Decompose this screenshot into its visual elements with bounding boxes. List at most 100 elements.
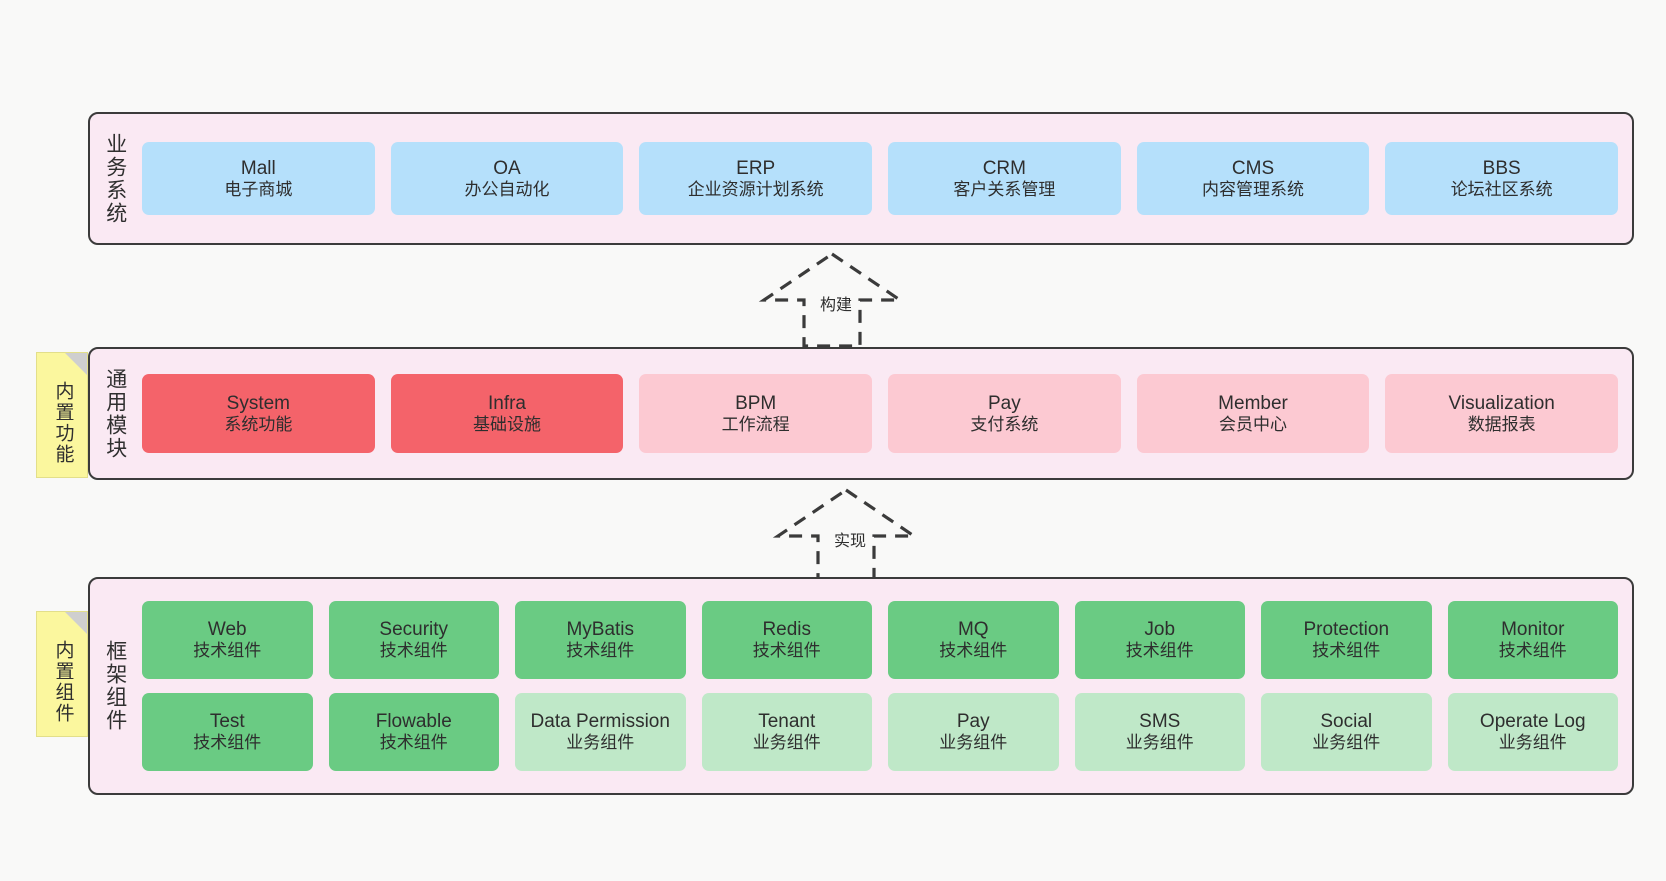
node-crm[interactable]: CRM 客户关系管理 <box>888 142 1121 215</box>
node-social-en: Social <box>1320 711 1373 733</box>
node-bpm-cn: 工作流程 <box>721 414 790 434</box>
node-bbs[interactable]: BBS 论坛社区系统 <box>1385 142 1619 215</box>
node-system-en: System <box>226 392 291 414</box>
node-security-en: Security <box>379 619 449 641</box>
node-member-cn: 会员中心 <box>1219 414 1288 434</box>
node-cms-cn: 内容管理系统 <box>1202 179 1305 199</box>
node-redis-en: Redis <box>762 619 812 641</box>
node-mybatis-cn: 技术组件 <box>566 641 635 661</box>
node-job[interactable]: Job 技术组件 <box>1074 601 1245 679</box>
framework-business-row: Test 技术组件 Flowable 技术组件 Data Permission … <box>142 693 1618 771</box>
layer-common-module: 通用模块 System 系统功能 Infra 基础设施 BPM 工作流程 Pay… <box>88 347 1634 480</box>
node-social[interactable]: Social 业务组件 <box>1261 693 1432 771</box>
node-pay-component[interactable]: Pay 业务组件 <box>888 693 1059 771</box>
business-system-row: Mall 电子商城 OA 办公自动化 ERP 企业资源计划系统 CRM 客户关系… <box>142 142 1619 215</box>
node-bpm-en: BPM <box>735 392 777 414</box>
node-member-en: Member <box>1218 392 1288 414</box>
node-web-en: Web <box>207 619 247 641</box>
layer-common-module-title: 通用模块 <box>103 367 127 460</box>
node-operate-log[interactable]: Operate Log 业务组件 <box>1447 693 1618 771</box>
node-web-cn: 技术组件 <box>193 641 262 661</box>
node-visualization-cn: 数据报表 <box>1467 414 1536 434</box>
common-module-row: System 系统功能 Infra 基础设施 BPM 工作流程 Pay 支付系统… <box>142 374 1619 453</box>
node-monitor-en: Monitor <box>1501 619 1565 641</box>
sticky-note-builtin-features: 内置功能 <box>36 352 88 478</box>
node-data-permission-en: Data Permission <box>530 711 670 733</box>
node-protection-cn: 技术组件 <box>1312 641 1381 661</box>
connector-implement-arrow <box>772 488 920 584</box>
layer-framework-component-body: Web 技术组件 Security 技术组件 MyBatis 技术组件 Redi… <box>132 589 1618 783</box>
node-pay-component-en: Pay <box>956 711 990 733</box>
node-mybatis-en: MyBatis <box>566 619 635 641</box>
node-infra-en: Infra <box>487 392 527 414</box>
node-oa-en: OA <box>493 157 521 179</box>
node-cms-en: CMS <box>1231 157 1275 179</box>
node-redis-cn: 技术组件 <box>752 641 821 661</box>
node-monitor[interactable]: Monitor 技术组件 <box>1447 601 1618 679</box>
node-operate-log-en: Operate Log <box>1479 711 1586 733</box>
node-tenant[interactable]: Tenant 业务组件 <box>701 693 872 771</box>
node-oa[interactable]: OA 办公自动化 <box>390 142 624 215</box>
node-flowable-en: Flowable <box>375 711 452 733</box>
node-visualization-en: Visualization <box>1448 392 1555 414</box>
node-pay-module[interactable]: Pay 支付系统 <box>888 374 1121 453</box>
node-job-cn: 技术组件 <box>1125 641 1194 661</box>
node-visualization[interactable]: Visualization 数据报表 <box>1385 374 1619 453</box>
node-pay-component-cn: 业务组件 <box>939 733 1008 753</box>
node-cms[interactable]: CMS 内容管理系统 <box>1136 142 1370 215</box>
sticky-note-builtin-components: 内置组件 <box>36 611 88 737</box>
node-job-en: Job <box>1144 619 1176 641</box>
node-bbs-en: BBS <box>1482 157 1521 179</box>
connector-build-arrow <box>758 252 906 348</box>
node-erp-en: ERP <box>736 157 776 179</box>
node-infra[interactable]: Infra 基础设施 <box>390 374 624 453</box>
node-data-permission-cn: 业务组件 <box>566 733 635 753</box>
layer-framework-component: 框架组件 Web 技术组件 Security 技术组件 MyBatis 技术组件… <box>88 577 1634 795</box>
node-pay-module-cn: 支付系统 <box>970 414 1039 434</box>
layer-business-system-title: 业务系统 <box>103 132 127 225</box>
node-social-cn: 业务组件 <box>1312 733 1381 753</box>
node-bpm[interactable]: BPM 工作流程 <box>639 374 873 453</box>
node-sms-cn: 业务组件 <box>1125 733 1194 753</box>
connector-implement-label: 实现 <box>832 527 869 551</box>
framework-tech-row: Web 技术组件 Security 技术组件 MyBatis 技术组件 Redi… <box>142 601 1618 679</box>
node-member[interactable]: Member 会员中心 <box>1136 374 1370 453</box>
node-mall-en: Mall <box>240 157 276 179</box>
connector-implement: 实现 <box>766 488 926 584</box>
node-monitor-cn: 技术组件 <box>1498 641 1567 661</box>
node-oa-cn: 办公自动化 <box>464 179 550 199</box>
connector-build-label: 构建 <box>818 291 855 315</box>
node-mq[interactable]: MQ 技术组件 <box>888 601 1059 679</box>
node-test-cn: 技术组件 <box>193 733 262 753</box>
node-mybatis[interactable]: MyBatis 技术组件 <box>515 601 686 679</box>
node-pay-module-en: Pay <box>987 392 1021 414</box>
node-test[interactable]: Test 技术组件 <box>142 693 313 771</box>
node-system-cn: 系统功能 <box>224 414 293 434</box>
node-data-permission[interactable]: Data Permission 业务组件 <box>515 693 686 771</box>
node-crm-cn: 客户关系管理 <box>953 179 1056 199</box>
node-infra-cn: 基础设施 <box>473 414 541 434</box>
node-mall-cn: 电子商城 <box>224 179 293 199</box>
node-security-cn: 技术组件 <box>379 641 448 661</box>
layer-business-system: 业务系统 Mall 电子商城 OA 办公自动化 ERP 企业资源计划系统 CRM… <box>88 112 1634 245</box>
node-flowable[interactable]: Flowable 技术组件 <box>328 693 499 771</box>
node-tenant-cn: 业务组件 <box>752 733 821 753</box>
node-test-en: Test <box>209 711 245 733</box>
connector-build: 构建 <box>752 252 912 348</box>
layer-business-system-body: Mall 电子商城 OA 办公自动化 ERP 企业资源计划系统 CRM 客户关系… <box>132 124 1619 233</box>
node-mq-cn: 技术组件 <box>939 641 1008 661</box>
node-redis[interactable]: Redis 技术组件 <box>701 601 872 679</box>
node-mq-en: MQ <box>957 619 989 641</box>
node-web[interactable]: Web 技术组件 <box>142 601 313 679</box>
node-bbs-cn: 论坛社区系统 <box>1450 179 1553 199</box>
layer-common-module-body: System 系统功能 Infra 基础设施 BPM 工作流程 Pay 支付系统… <box>132 359 1619 468</box>
node-erp[interactable]: ERP 企业资源计划系统 <box>639 142 873 215</box>
node-protection-en: Protection <box>1303 619 1390 641</box>
node-operate-log-cn: 业务组件 <box>1498 733 1567 753</box>
node-security[interactable]: Security 技术组件 <box>328 601 499 679</box>
node-system[interactable]: System 系统功能 <box>142 374 375 453</box>
node-mall[interactable]: Mall 电子商城 <box>142 142 375 215</box>
node-sms[interactable]: SMS 业务组件 <box>1074 693 1245 771</box>
node-protection[interactable]: Protection 技术组件 <box>1261 601 1432 679</box>
